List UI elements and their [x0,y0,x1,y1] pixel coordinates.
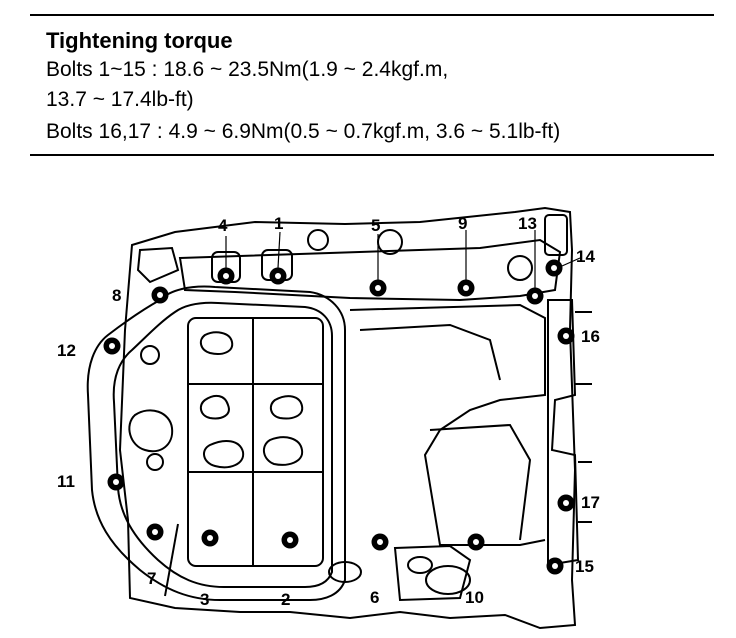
spec-bottom-rule [30,154,714,156]
bolt-label-17: 17 [581,493,600,512]
bolt-label-9: 9 [458,214,467,233]
bolt-center [113,479,119,485]
bolt-label-13: 13 [518,214,537,233]
bolt-center [375,285,381,291]
bolt-label-14: 14 [576,247,595,266]
bolt-label-15: 15 [575,557,594,576]
bolt-label-12: 12 [57,341,76,360]
spec-title: Tightening torque [46,28,233,53]
spec-top-rule [30,14,714,16]
bolt-center [275,273,281,279]
bolt-label-4: 4 [218,216,228,235]
spec-line-bolts-1-15: Bolts 1~15 : 18.6 ~ 23.5Nm(1.9 ~ 2.4kgf.… [46,58,449,81]
bolt-label-6: 6 [370,588,379,607]
bolt-label-8: 8 [112,286,121,305]
bolt-center [552,563,558,569]
bolt-label-16: 16 [581,327,600,346]
engine-block-outline [86,206,592,630]
oil-pan-bolt-diagram: 1 2 3 4 5 6 7 8 9 10 11 12 13 14 15 16 1… [57,206,600,630]
spec-line-bolts-16-17: Bolts 16,17 : 4.9 ~ 6.9Nm(0.5 ~ 0.7kgf.m… [46,120,561,143]
bolt-center [157,292,163,298]
leader-lines [225,230,581,290]
bolt-center [223,273,229,279]
bolt-center [473,539,479,545]
bolt-label-5: 5 [371,216,380,235]
bolt-center [563,333,569,339]
bolt-label-3: 3 [200,590,209,609]
bolt-label-1: 1 [274,214,283,233]
bolt-center [551,265,557,271]
torque-spec-panel: Tightening torque Bolts 1~15 : 18.6 ~ 23… [30,14,714,156]
spec-line-bolts-1-15-lbft: 13.7 ~ 17.4lb-ft) [46,88,194,111]
bolt-center [463,285,469,291]
bolt-center [109,343,115,349]
bolt-center [563,500,569,506]
bolt-label-11: 11 [57,472,75,491]
bolt-label-7: 7 [147,569,156,588]
bolt-center [287,537,293,543]
bolt-center [207,535,213,541]
bolt-center [377,539,383,545]
bolt-center [532,293,538,299]
bolt-center [152,529,158,535]
bolt-label-10: 10 [465,588,484,607]
bolt-label-2: 2 [281,590,290,609]
